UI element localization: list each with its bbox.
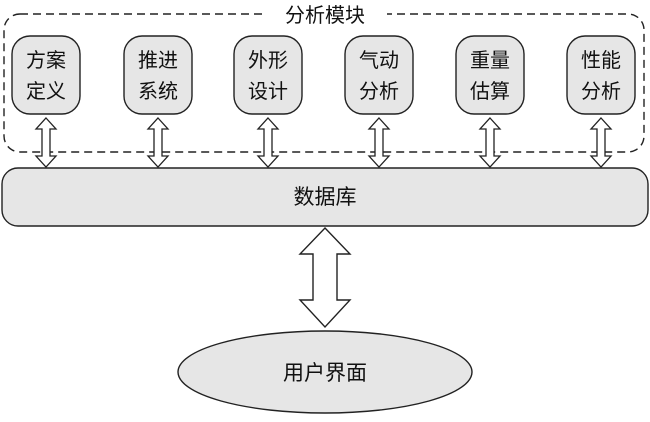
module-2: 外形 设计 [233, 35, 303, 115]
module-1: 推进 系统 [123, 35, 193, 115]
double-arrow-icon [146, 117, 170, 168]
module-label-line2: 定义 [26, 79, 66, 103]
double-arrow-icon [478, 117, 502, 168]
module-label-line2: 设计 [248, 79, 288, 103]
module-box [455, 35, 525, 115]
module-box [123, 35, 193, 115]
module-4: 重量 估算 [455, 35, 525, 115]
database-box [1, 167, 649, 227]
double-arrow-icon [589, 117, 613, 168]
double-arrow-icon [34, 117, 58, 168]
analysis-module-group [3, 13, 645, 153]
module-5: 性能 分析 [566, 35, 636, 115]
module-box [566, 35, 636, 115]
module-box [344, 35, 414, 115]
database-label: 数据库 [294, 185, 357, 209]
module-label-line1: 重量 [470, 48, 510, 72]
module-label-line1: 推进 [138, 48, 178, 72]
group-label-background [263, 2, 387, 26]
double-arrow-icon [367, 117, 391, 168]
module-label-line1: 方案 [26, 48, 66, 72]
group-label: 分析模块 [285, 3, 365, 27]
double-arrow-icon [298, 226, 352, 329]
module-3: 气动 分析 [344, 35, 414, 115]
double-arrow-icon [256, 117, 280, 168]
module-label-line1: 性能 [581, 48, 621, 72]
module-box [11, 35, 81, 115]
user-interface-label: 用户界面 [283, 361, 367, 385]
module-0: 方案 定义 [11, 35, 81, 115]
module-label-line1: 外形 [248, 48, 288, 72]
module-label-line2: 分析 [581, 79, 621, 103]
module-label-line2: 分析 [359, 79, 399, 103]
user-interface-ellipse [177, 330, 473, 414]
module-box [233, 35, 303, 115]
module-label-line2: 系统 [138, 79, 178, 103]
module-label-line2: 估算 [470, 79, 510, 103]
module-label-line1: 气动 [359, 48, 399, 72]
